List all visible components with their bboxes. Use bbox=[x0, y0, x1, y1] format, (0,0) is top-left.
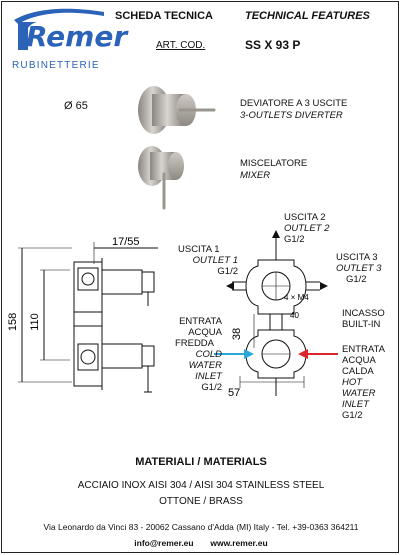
outlet1-label: USCITA 1 OUTLET 1 G1/2 bbox=[178, 244, 238, 277]
dim-38: 38 bbox=[231, 328, 243, 340]
hot-inlet-label: ENTRATA ACQUA CALDA HOT WATER INLET G1/2 bbox=[342, 344, 385, 421]
materials-title: MATERIALI / MATERIALS bbox=[135, 456, 267, 468]
dim-57: 57 bbox=[228, 387, 240, 399]
dim-40: 40 bbox=[290, 311, 299, 320]
dim-17-55: 17/55 bbox=[112, 236, 140, 248]
front-view-drawing: 38 40 4 × M4 57 bbox=[226, 230, 328, 399]
mixer-image bbox=[138, 146, 184, 210]
title-en: TECHNICAL FEATURES bbox=[245, 10, 370, 22]
diverter-name-en: 3-OUTLETS DIVERTER bbox=[240, 110, 343, 121]
dim-110: 110 bbox=[29, 313, 41, 331]
footer-contacts: info@remer.eu www.remer.eu bbox=[2, 538, 400, 548]
logo-subtitle: RUBINETTERIE bbox=[12, 60, 100, 71]
cold-inlet-label: ENTRATA ACQUA FREDDA COLD WATER INLET G1… bbox=[174, 316, 222, 393]
diverter-image bbox=[138, 86, 216, 134]
side-view-drawing: 158 110 17/55 bbox=[8, 236, 158, 393]
art-label: ART. COD. bbox=[156, 40, 206, 51]
hot-inlet-arrow-icon bbox=[298, 349, 338, 359]
materials-line2: OTTONE / BRASS bbox=[159, 496, 243, 507]
materials-line1: ACCIAIO INOX AISI 304 / AISI 304 STAINLE… bbox=[77, 480, 325, 491]
diverter-name-it: DEVIATORE A 3 USCITE bbox=[240, 98, 348, 109]
logo-swoosh-icon bbox=[14, 8, 104, 50]
dim-158: 158 bbox=[8, 313, 19, 331]
outlet3-label: USCITA 3 OUTLET 3 G1/2 bbox=[336, 252, 382, 285]
builtin-label: INCASSO BUILT-IN bbox=[342, 308, 385, 330]
cold-inlet-arrow-icon bbox=[214, 349, 254, 359]
logo-wordmark: Remer bbox=[26, 20, 128, 53]
title-it: SCHEDA TECNICA bbox=[115, 10, 213, 22]
brand-logo: Remer RUBINETTERIE bbox=[8, 6, 127, 74]
diameter-label: Ø 65 bbox=[64, 100, 88, 112]
mixer-name-it: MISCELATORE bbox=[240, 158, 308, 169]
footer-address: Via Leonardo da Vinci 83 - 20062 Cassano… bbox=[43, 522, 359, 532]
mixer-name-en: MIXER bbox=[240, 170, 271, 181]
screws-label: 4 × M4 bbox=[284, 293, 309, 302]
footer-web-link[interactable]: www.remer.eu bbox=[210, 538, 268, 548]
outlet2-label: USCITA 2 OUTLET 2 G1/2 bbox=[284, 212, 330, 245]
art-code: SS X 93 P bbox=[245, 38, 301, 52]
footer-email-link[interactable]: info@remer.eu bbox=[134, 538, 194, 548]
